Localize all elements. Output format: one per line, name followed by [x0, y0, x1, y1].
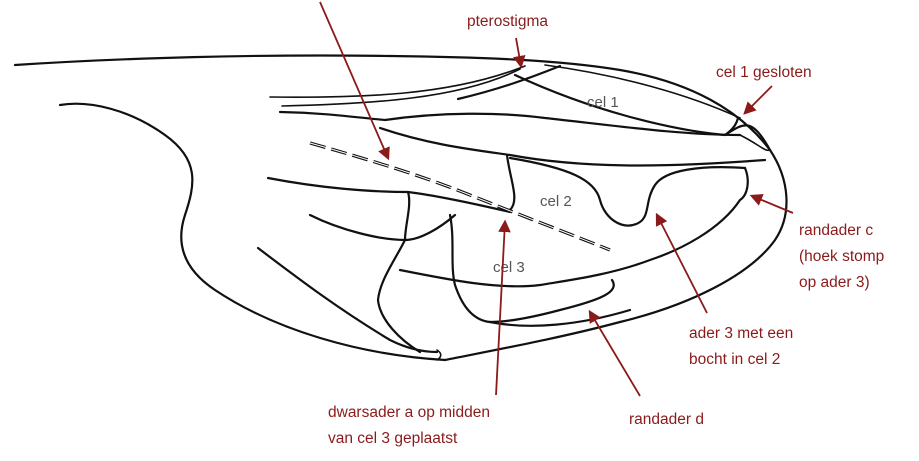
annotation-randader-d: randader d [629, 411, 704, 428]
arrow-pterostigma [516, 38, 521, 66]
annotation-ader3-line1: ader 3 met een [689, 325, 793, 342]
arrow-fold-line [320, 2, 388, 158]
cell-label-cel2: cel 2 [540, 193, 572, 210]
arrow-cel1-gesloten [745, 86, 772, 113]
annotation-randader-c-line2: (hoek stomp [799, 248, 884, 265]
vein-basal-lower-1 [310, 215, 455, 240]
vein-randader-d [490, 310, 630, 326]
vein-cell1-upper [545, 65, 740, 118]
annotation-ader3-line2: bocht in cel 2 [689, 351, 780, 368]
arrow-ader-3 [657, 215, 707, 313]
vein-anal [258, 248, 437, 352]
wing-veins [258, 65, 770, 352]
wing-costa [15, 55, 786, 360]
vein-media-upper [280, 112, 740, 135]
cell-label-cel1: cel 1 [587, 94, 619, 111]
vein-cross-cell2-cell3 [507, 155, 514, 210]
annotation-dwarsader-a-line1: dwarsader a op midden [328, 404, 490, 421]
cell-label-cel3: cel 3 [493, 259, 525, 276]
vein-basal-lower-2 [378, 240, 420, 352]
arrow-randader-d [590, 312, 640, 396]
vein-cell1-lower [515, 75, 738, 135]
arrow-dwarsader-a [496, 222, 505, 395]
annotation-cel1-gesloten: cel 1 gesloten [716, 64, 812, 81]
vein-cell2-bend [510, 158, 745, 226]
annotation-labels: pterostigma cel 1 gesloten randader c (h… [328, 13, 884, 447]
vein-cell3-upper [268, 178, 510, 212]
annotation-pterostigma: pterostigma [467, 13, 548, 30]
vein-dwarsader-a [405, 192, 409, 240]
vein-radius [282, 69, 520, 106]
vein-cell3-lower [450, 215, 614, 322]
wing-outline [15, 55, 786, 360]
annotation-randader-c-line1: randader c [799, 222, 873, 239]
annotation-dwarsader-a-line2: van cel 3 geplaatst [328, 430, 458, 447]
annotation-randader-c-line3: op ader 3) [799, 274, 870, 291]
